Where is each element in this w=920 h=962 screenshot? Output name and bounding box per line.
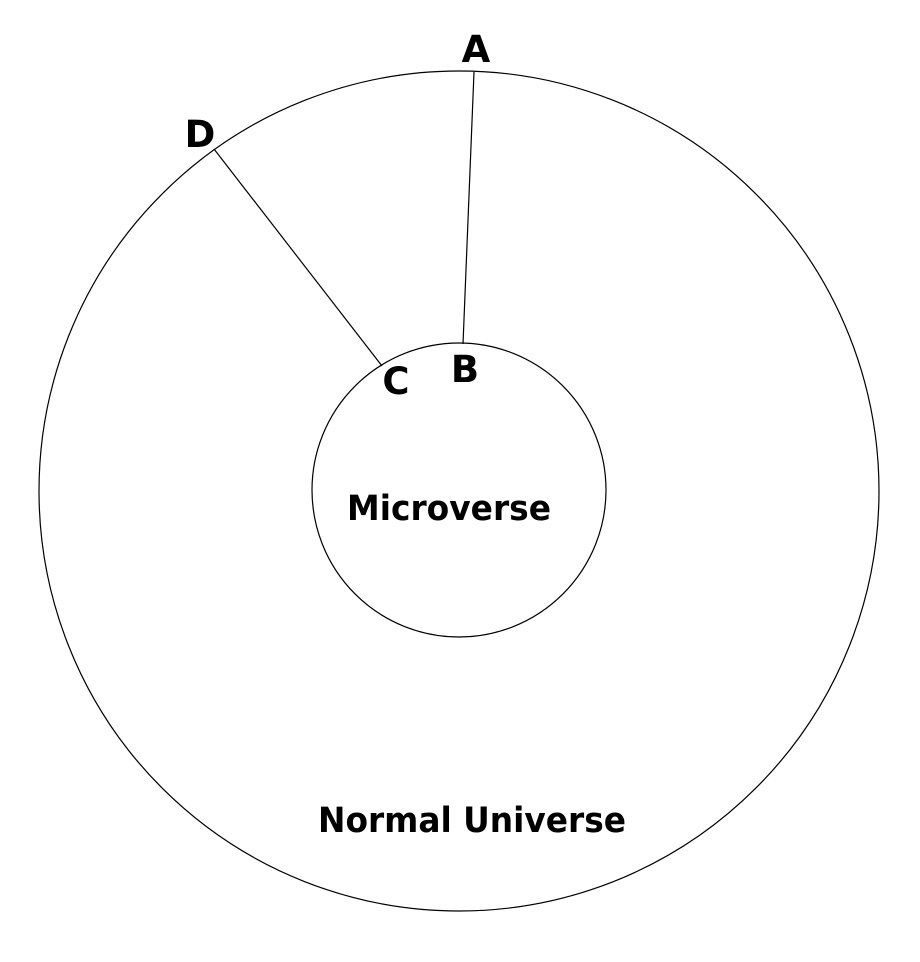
- connector-a-b: [462, 71, 475, 345]
- point-label-b: B: [451, 348, 479, 391]
- connector-d-c: [213, 148, 383, 367]
- point-label-c: C: [382, 360, 409, 403]
- microverse-circle: [311, 342, 607, 638]
- normal-universe-circle: [38, 70, 880, 912]
- normal-universe-label: Normal Universe: [318, 801, 626, 841]
- point-label-a: A: [462, 28, 491, 71]
- microverse-label: Microverse: [347, 489, 551, 529]
- point-label-d: D: [185, 113, 216, 156]
